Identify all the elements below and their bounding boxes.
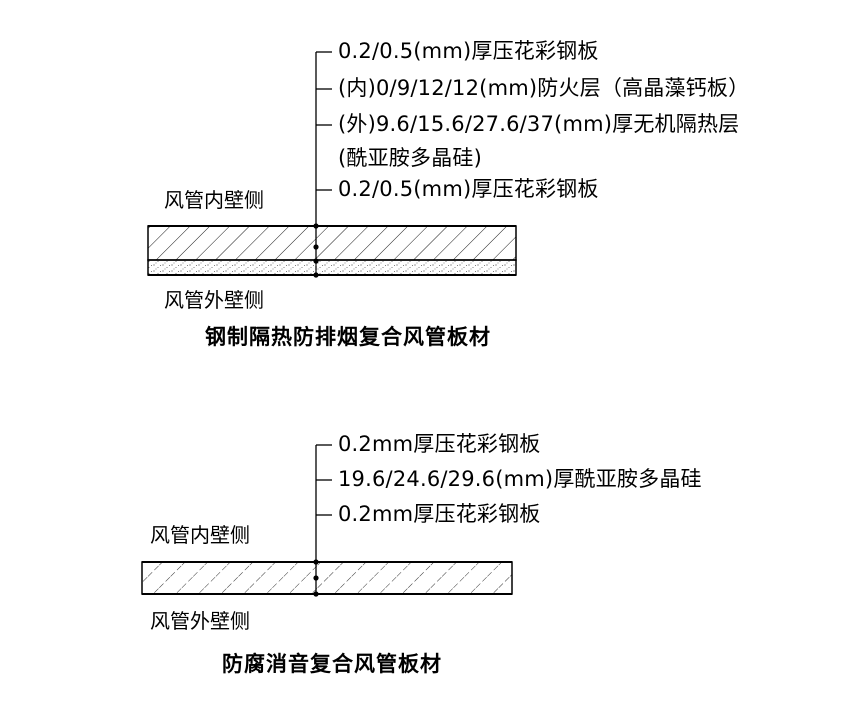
diagram1-leader-dot bbox=[313, 272, 319, 278]
diagram1-fireproof-layer bbox=[147, 259, 517, 276]
diagram2-core-layer bbox=[141, 561, 513, 595]
diagram1-leader-label-4: (酰亚胺多晶硅) bbox=[338, 146, 482, 170]
diagram2-leader-dot bbox=[313, 591, 319, 597]
diagram2-leader-label-2: 19.6/24.6/29.6(mm)厚酰亚胺多晶硅 bbox=[338, 467, 702, 491]
diagram1-leader-dot bbox=[313, 223, 319, 229]
diagram2-leader-dot bbox=[313, 559, 319, 565]
diagram2-leader-label-1: 0.2mm厚压花彩钢板 bbox=[338, 432, 541, 456]
diagram1-drawing bbox=[147, 51, 517, 278]
diagram2-outer-side-label: 风管外壁侧 bbox=[150, 609, 250, 633]
diagram1-leader-label-3: (外)9.6/15.6/27.6/37(mm)厚无机隔热层 bbox=[338, 112, 740, 136]
diagram2-title: 防腐消音复合风管板材 bbox=[222, 652, 442, 676]
diagram1-insulation-layer bbox=[147, 225, 517, 261]
diagram1-leader-dot bbox=[313, 244, 319, 250]
diagram1-leader-label-1: 0.2/0.5(mm)厚压花彩钢板 bbox=[338, 39, 599, 63]
diagram1-leader-label-5: 0.2/0.5(mm)厚压花彩钢板 bbox=[338, 177, 599, 201]
diagram1-title: 钢制隔热防排烟复合风管板材 bbox=[205, 325, 491, 349]
diagram1-inner-side-label: 风管内壁侧 bbox=[164, 188, 264, 212]
diagram1-leader-dot bbox=[313, 258, 319, 264]
diagram2-leader-dot bbox=[313, 575, 319, 581]
diagram2-leader-label-3: 0.2mm厚压花彩钢板 bbox=[338, 502, 541, 526]
diagram1-outer-side-label: 风管外壁侧 bbox=[164, 288, 264, 312]
diagram2-inner-side-label: 风管内壁侧 bbox=[150, 523, 250, 547]
diagram2-drawing bbox=[141, 444, 513, 597]
diagram1-leader-label-2: (内)0/9/12/12(mm)防火层（高晶藻钙板） bbox=[338, 76, 750, 100]
